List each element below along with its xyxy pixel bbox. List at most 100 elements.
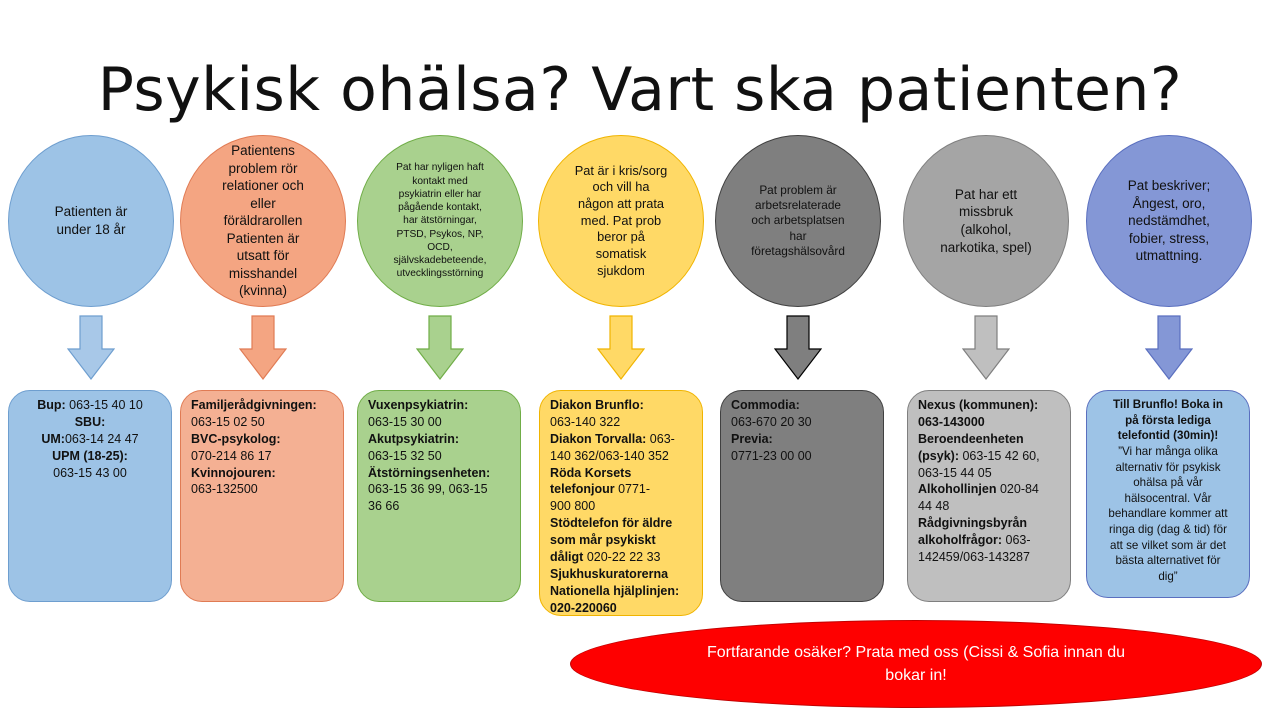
- contact-value: hälsocentral. Vår: [1124, 491, 1212, 505]
- contact-line: UPM (18-25):: [19, 448, 161, 465]
- contact-line: ohälsa på vår: [1097, 475, 1239, 491]
- contact-value: 063-15 36 99, 063-15: [368, 482, 488, 497]
- circle-text-line: under 18 år: [56, 222, 126, 237]
- contact-value: ”Vi har många olika: [1118, 444, 1218, 458]
- contact-label: Till Brunflo! Boka in: [1113, 398, 1223, 411]
- circle-text-line: Pat är i kris/sorg: [574, 162, 668, 178]
- contact-value: 020-22 22 33: [583, 549, 661, 564]
- contact-label: Bup:: [37, 398, 66, 412]
- contact-label: (psyk):: [918, 448, 959, 463]
- contact-line: 063-15 43 00: [19, 465, 161, 482]
- contact-line: Nexus (kommunen):: [918, 397, 1060, 414]
- contact-line: ringa dig (dag & tid) för: [1097, 522, 1239, 538]
- circle-text-line: företagshälsovård: [751, 243, 845, 258]
- circle-text-line: missbruk: [958, 204, 1013, 220]
- contact-label: dåligt: [550, 549, 584, 564]
- contact-value: bästa alternativet för: [1115, 554, 1221, 568]
- contact-label: Vuxenpsykiatrin:: [368, 398, 469, 412]
- down-arrow-icon: [597, 315, 645, 380]
- contact-label: Alkohollinjen: [918, 482, 997, 497]
- contact-line: 063-15 44 05: [918, 465, 1060, 482]
- circle-text-line: Patientens: [231, 143, 295, 159]
- contact-label: Kvinnojouren:: [191, 465, 276, 480]
- contact-line: Beroendeenheten: [918, 431, 1060, 448]
- contact-line: UM:063-14 24 47: [19, 431, 161, 448]
- contact-label: 063-143000: [918, 414, 985, 429]
- contact-box-arbete: Commodia:063-670 20 30 Previa:0771-23 00 …: [720, 390, 884, 602]
- contact-label: Röda Korsets: [550, 465, 632, 480]
- contact-value: 36 66: [368, 499, 400, 514]
- contact-label: UM:: [41, 431, 65, 446]
- contact-line: 36 66: [368, 498, 510, 515]
- contact-line: Alkohollinjen 020-84: [918, 481, 1060, 498]
- circle-text-line: (kvinna): [238, 283, 287, 299]
- contact-line: Nationella hjälplinjen:: [550, 583, 692, 600]
- contact-line: alternativ för psykisk: [1097, 460, 1239, 476]
- contact-label: UPM (18-25):: [52, 448, 128, 463]
- contact-line: på första lediga: [1097, 413, 1239, 429]
- circle-text-line: utmattning.: [1135, 248, 1203, 264]
- circle-text-line: OCD,: [427, 241, 453, 253]
- contact-line: Ätstörningsenheten:: [368, 465, 510, 482]
- contact-line: bästa alternativet för: [1097, 553, 1239, 569]
- contact-line: Till Brunflo! Boka in: [1097, 397, 1239, 413]
- down-arrow-icon: [1145, 315, 1193, 380]
- contact-line: Commodia:: [731, 397, 873, 414]
- circle-text-line: narkotika, spel): [940, 239, 1032, 255]
- contact-value: 070-214 86 17: [191, 448, 272, 463]
- contact-line: Akutpsykiatrin:: [368, 431, 510, 448]
- contact-value: 063-140 322: [550, 414, 621, 429]
- contact-line: Rådgivningsbyrån: [918, 515, 1060, 532]
- contact-value: 063-14 24 47: [64, 431, 139, 446]
- contact-label: Nexus (kommunen):: [918, 398, 1039, 412]
- circle-text-line: pågående kontakt,: [398, 202, 482, 214]
- contact-value: 063-: [646, 431, 675, 446]
- contact-line: 0771-23 00 00: [731, 448, 873, 465]
- contact-line: Previa:: [731, 431, 873, 448]
- circle-text-line: (alkohol,: [960, 222, 1012, 237]
- contact-value: 063-670 20 30: [731, 414, 812, 429]
- contact-label: på första lediga: [1125, 413, 1211, 427]
- contact-line: 063-140 322: [550, 414, 692, 431]
- down-arrow-icon: [416, 315, 464, 380]
- contact-line: Kvinnojouren:: [191, 465, 333, 482]
- contact-line: SBU:: [19, 414, 161, 431]
- contact-line: 063-15 36 99, 063-15: [368, 481, 510, 498]
- contact-label: Stödtelefon för äldre: [550, 516, 673, 531]
- circle-text-line: problem rör: [228, 160, 298, 176]
- down-arrow-icon: [774, 315, 822, 380]
- contact-value: 063-: [1002, 533, 1031, 547]
- contact-line: 900 800: [550, 498, 692, 515]
- contact-label: Nationella hjälplinjen:: [550, 583, 680, 598]
- contact-label: Diakon Torvalla:: [550, 431, 647, 446]
- contact-value: 063-15 32 50: [368, 448, 442, 463]
- category-circle-missbruk: Pat har ett missbruk (alkohol, narkotika, s…: [903, 135, 1069, 307]
- contact-value: 063-15 02 50: [191, 414, 265, 429]
- circle-text-line: med. Pat prob: [580, 212, 662, 228]
- circle-text-line: Pat har ett: [954, 186, 1018, 202]
- contact-line: Stödtelefon för äldre: [550, 515, 692, 532]
- contact-value: 063-15 42 60,: [958, 448, 1040, 463]
- contact-value: 063-132500: [191, 482, 258, 497]
- circle-text-line: eller: [250, 195, 276, 211]
- contact-line: Vuxenpsykiatrin:: [368, 397, 510, 414]
- contact-value: 063-15 43 00: [53, 465, 127, 480]
- contact-line: Diakon Torvalla: 063-: [550, 431, 692, 448]
- contact-line: Röda Korsets: [550, 465, 692, 482]
- circle-text-line: utvecklingsstörning: [396, 268, 484, 280]
- contact-value: 020-84: [996, 482, 1039, 497]
- contact-label: som mår psykiskt: [550, 533, 656, 547]
- page-title: Psykisk ohälsa? Vart ska patienten?: [97, 55, 1183, 125]
- contact-label: Diakon Brunflo:: [550, 398, 644, 412]
- contact-line: 44 48: [918, 498, 1060, 515]
- contact-line: 020-220060: [550, 600, 692, 617]
- circle-text-line: fobier, stress,: [1128, 230, 1210, 246]
- contact-label: 020-220060: [550, 600, 617, 615]
- contact-line: 063-15 30 00: [368, 414, 510, 431]
- circle-text-line: har: [789, 228, 807, 243]
